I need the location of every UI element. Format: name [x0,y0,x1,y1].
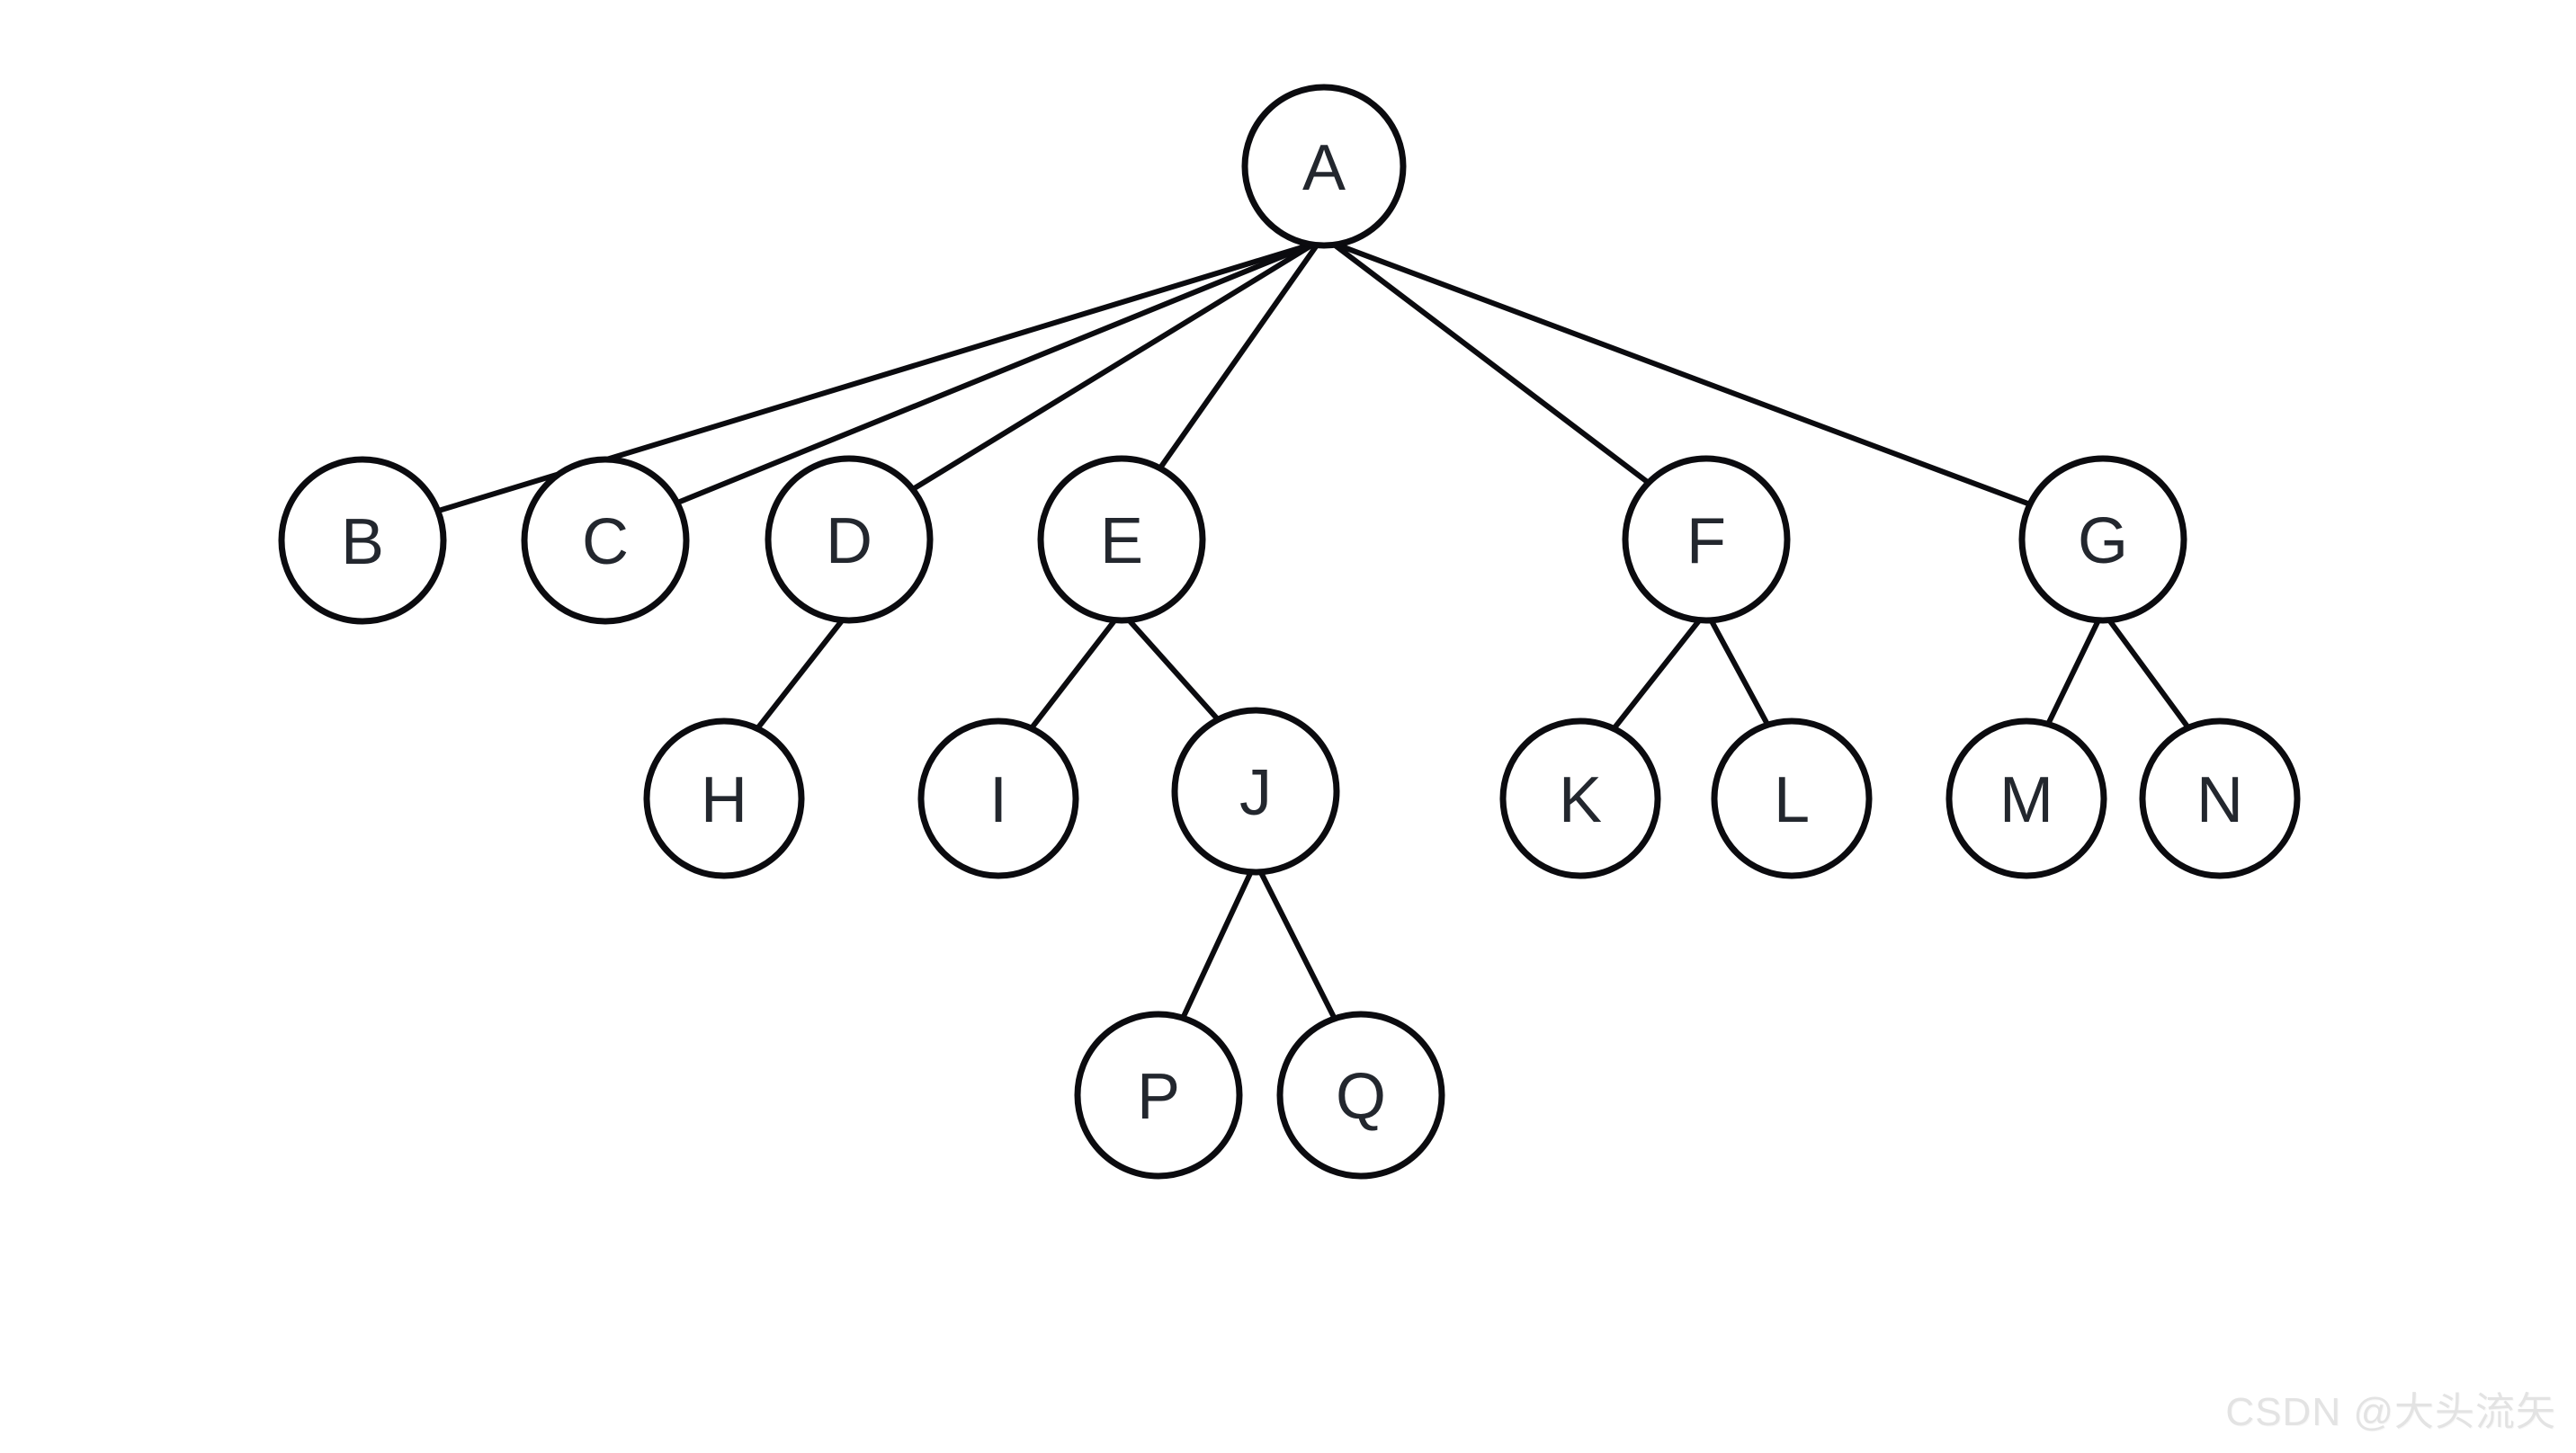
node-circle-p[interactable] [1074,1011,1243,1180]
node-circle-n[interactable] [2139,718,2301,879]
tree-node-b[interactable]: B [278,456,447,625]
node-label-f: F [1686,505,1726,577]
csdn-watermark: CSDN @大头流矢 [2225,1390,2556,1434]
tree-edge-a-f [1331,242,1650,485]
tree-node-c[interactable]: C [521,456,690,625]
tree-node-n[interactable]: N [2139,718,2301,879]
node-circle-e[interactable] [1037,455,1206,624]
tree-edge-j-q [1257,869,1337,1021]
tree-node-e[interactable]: E [1037,455,1206,624]
node-circle-q[interactable] [1276,1011,1445,1180]
tree-node-m[interactable]: M [1945,718,2107,879]
node-label-b: B [341,506,384,578]
tree-node-h[interactable]: H [643,718,805,879]
node-label-g: G [2078,505,2128,577]
tree-node-p[interactable]: P [1074,1011,1243,1180]
node-circle-c[interactable] [521,456,690,625]
tree-edge-g-n [2106,617,2190,729]
node-circle-k[interactable] [1499,718,1661,879]
node-label-p: P [1137,1061,1180,1133]
tree-edge-a-e [1158,242,1320,470]
node-label-h: H [701,764,747,836]
tree-edge-d-h [756,617,845,730]
tree-node-i[interactable]: I [917,718,1079,879]
tree-node-k[interactable]: K [1499,718,1661,879]
tree-node-l[interactable]: L [1711,718,1873,879]
tree-node-f[interactable]: F [1622,455,1791,624]
node-label-c: C [582,506,629,578]
node-circle-f[interactable] [1622,455,1791,624]
node-circle-g[interactable] [2018,455,2187,624]
node-label-k: K [1559,764,1602,836]
node-circle-a[interactable] [1241,84,1407,249]
node-circle-b[interactable] [278,456,447,625]
node-label-l: L [1774,764,1810,836]
tree-edge-e-i [1029,617,1119,730]
node-label-d: D [826,505,872,577]
tree-edge-f-l [1708,617,1770,726]
node-circle-l[interactable] [1711,718,1873,879]
nodes-layer: A B C D E F G H I J K L M N P Q [278,84,2301,1180]
tree-node-g[interactable]: G [2018,455,2187,624]
tree-node-a[interactable]: A [1241,84,1407,249]
node-label-n: N [2196,764,2243,836]
node-circle-j[interactable] [1171,707,1340,876]
node-label-j: J [1239,757,1272,829]
node-circle-d[interactable] [765,455,934,624]
tree-node-j[interactable]: J [1171,707,1340,876]
edges-layer [436,242,2190,1021]
tree-edge-e-j [1125,617,1220,721]
tree-edge-f-k [1612,617,1703,730]
node-label-a: A [1302,132,1346,204]
tree-edge-a-c [675,242,1314,505]
tree-edge-a-d [911,242,1316,492]
tree-edge-a-g [1334,242,2032,507]
tree-node-q[interactable]: Q [1276,1011,1445,1180]
node-label-m: M [1999,764,2053,836]
node-label-i: I [989,764,1007,836]
node-circle-m[interactable] [1945,718,2107,879]
tree-edge-j-p [1181,869,1255,1020]
node-circle-i[interactable] [917,718,1079,879]
tree-edge-g-m [2045,617,2102,726]
node-label-e: E [1100,505,1143,577]
tree-node-d[interactable]: D [765,455,934,624]
node-circle-h[interactable] [643,718,805,879]
node-label-q: Q [1336,1061,1386,1133]
